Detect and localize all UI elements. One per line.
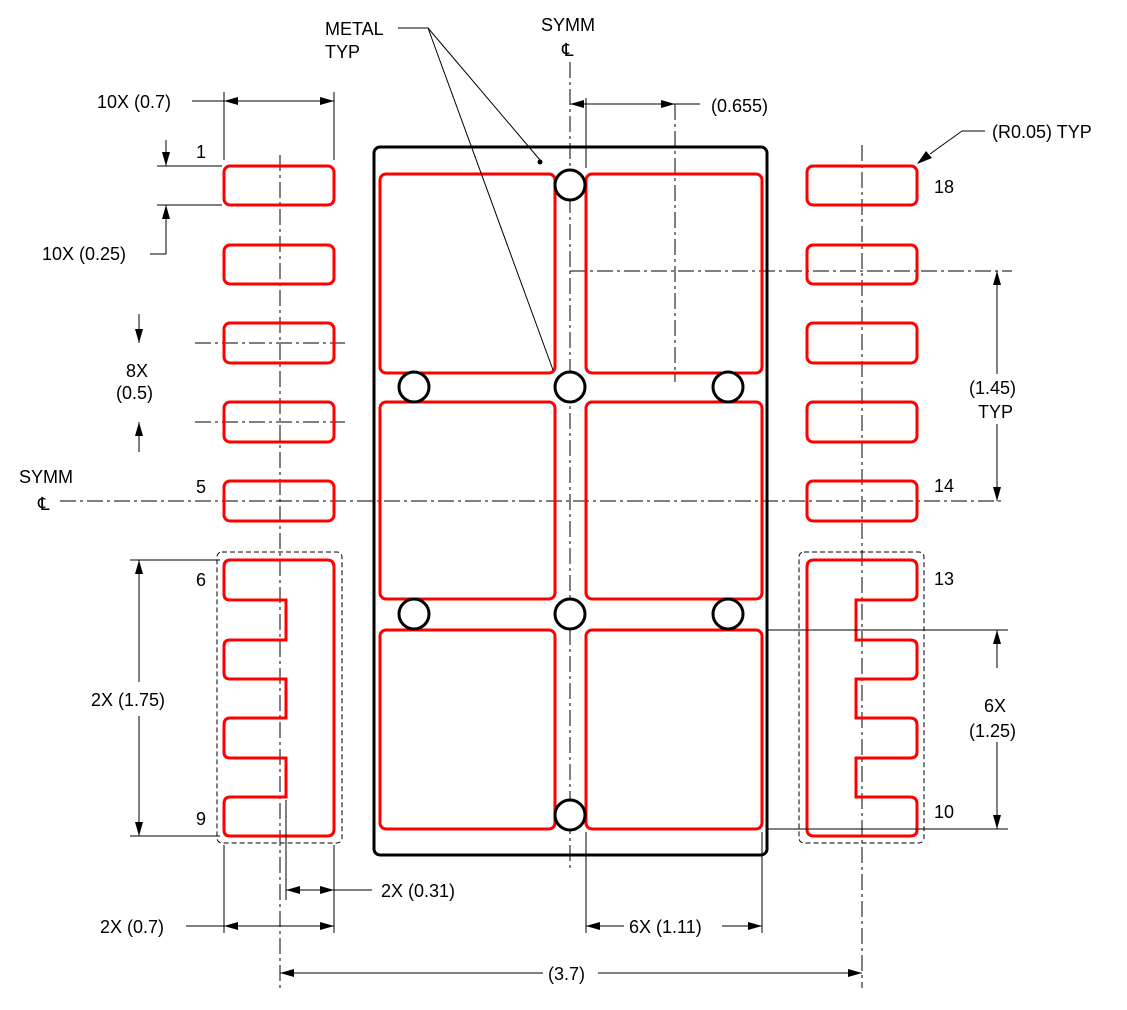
symm-top-label: SYMM <box>541 15 595 35</box>
comb-pads <box>216 551 925 844</box>
thermal-vias <box>397 168 745 832</box>
right-signal-pads <box>805 164 919 523</box>
signal-pad-14 <box>805 479 919 523</box>
pin-label-13: 13 <box>934 569 954 589</box>
center-lines <box>60 62 1012 988</box>
right-comb-pad-solder-mask-outline <box>798 551 925 844</box>
dim-6x-value: (1.25) <box>969 721 1016 741</box>
via <box>711 597 745 631</box>
dim-2x-0-31: 2X (0.31) <box>381 881 455 901</box>
thermal-pad-bottom-left <box>378 628 557 831</box>
dim-2x-1-75: 2X (1.75) <box>91 690 165 710</box>
dim-3-7: (3.7) <box>548 964 585 984</box>
dim-r0-05-typ: (R0.05) TYP <box>992 122 1092 142</box>
right-comb-pad-10-13 <box>805 558 919 838</box>
dim-6x-1-11: 6X (1.11) <box>629 917 702 937</box>
signal-pad-18 <box>805 164 919 207</box>
signal-pad-15 <box>805 400 919 444</box>
signal-pad-2 <box>222 243 336 286</box>
extension-lines <box>130 92 1008 933</box>
dim-10x-0-25: 10X (0.25) <box>42 244 126 264</box>
signal-pad-3 <box>222 321 336 365</box>
dim-1-45: (1.45) <box>969 378 1016 398</box>
signal-pad-1 <box>222 164 336 207</box>
pin-label-10: 10 <box>934 802 954 822</box>
thermal-pad-middle-right <box>584 400 764 601</box>
pin-label-5: 5 <box>196 477 206 497</box>
pin-numbers: 1 5 6 9 18 14 13 10 <box>196 142 954 829</box>
thermal-pad-bottom-right <box>584 628 764 831</box>
dim-6x: 6X <box>984 696 1006 716</box>
pin-label-1: 1 <box>196 142 206 162</box>
left-comb-pad-solder-mask-outline <box>216 551 343 844</box>
dim-1-45-typ: TYP <box>978 402 1013 422</box>
signal-pad-5 <box>222 479 336 523</box>
symm-top-centerline-symbol: ℄ <box>561 40 574 60</box>
dim-8x-value: (0.5) <box>116 383 153 403</box>
symm-left-label: SYMM <box>19 467 73 487</box>
pin-label-14: 14 <box>934 476 954 496</box>
annotation-labels: METAL TYP SYMM ℄ SYMM ℄ 10X (0.7) (0.655… <box>19 15 1092 984</box>
thermal-pad-top-right <box>584 172 764 375</box>
thermal-pad-solder-mask-outline <box>372 145 769 857</box>
dim-10x-0-7: 10X (0.7) <box>97 92 171 112</box>
dim-0-655: (0.655) <box>711 96 768 116</box>
thermal-pad-middle-left <box>378 400 557 601</box>
dimension-lines <box>135 97 1001 977</box>
left-signal-pads <box>222 164 336 523</box>
via <box>553 370 587 404</box>
metal-typ-label-line2: TYP <box>325 42 360 62</box>
signal-pad-16 <box>805 321 919 365</box>
via <box>553 168 587 202</box>
via <box>397 370 431 404</box>
signal-pad-17 <box>805 243 919 286</box>
pin-label-18: 18 <box>934 177 954 197</box>
signal-pad-4 <box>222 400 336 444</box>
pin-label-9: 9 <box>196 809 206 829</box>
thermal-pad-group <box>372 145 769 857</box>
metal-typ-label: METAL <box>325 19 384 39</box>
dim-8x: 8X <box>126 361 148 381</box>
pin-label-6: 6 <box>196 570 206 590</box>
dim-2x-0-7: 2X (0.7) <box>100 917 164 937</box>
symm-left-centerline-symbol: ℄ <box>37 494 50 514</box>
via <box>711 370 745 404</box>
thermal-pad-top-left <box>378 172 557 375</box>
via <box>553 798 587 832</box>
via <box>553 597 587 631</box>
left-comb-pad-6-9 <box>222 558 336 838</box>
via <box>397 597 431 631</box>
leader-lines <box>398 27 985 371</box>
